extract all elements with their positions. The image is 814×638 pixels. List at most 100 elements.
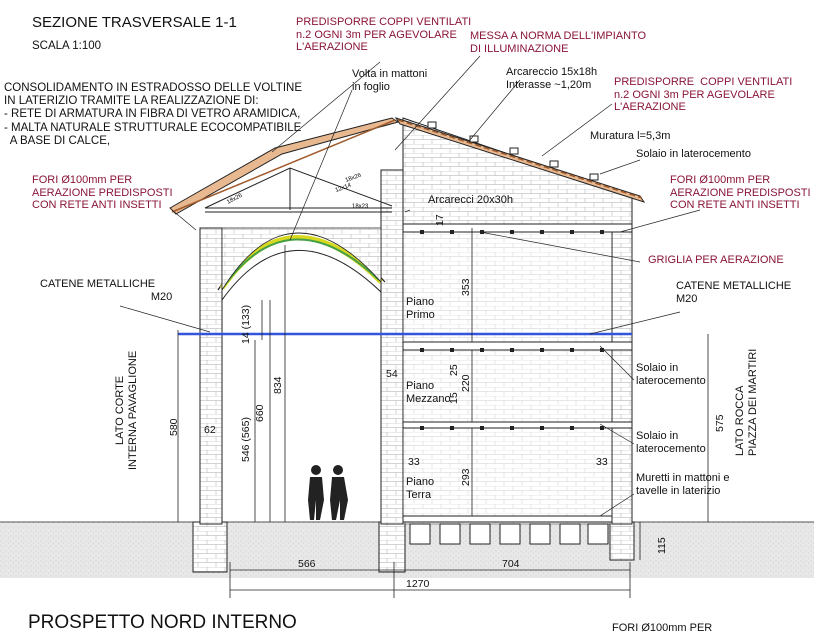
note-line: Primo bbox=[406, 308, 435, 321]
note-line: IN LATERIZIO TRAMITE LA REALIZZAZIONE DI… bbox=[4, 95, 259, 108]
note-line: - MALTA NATURALE STRUTTURALE ECOCOMPATIB… bbox=[4, 121, 302, 134]
label-piano-primo: Piano Primo bbox=[406, 296, 435, 321]
dim-293: 293 bbox=[460, 468, 472, 486]
note-line: L'AERAZIONE bbox=[296, 41, 368, 54]
dim-353: 353 bbox=[460, 278, 472, 296]
note-line: LATO CORTE bbox=[114, 375, 126, 445]
note-line: PIAZZA DEI MARTIRI bbox=[746, 348, 759, 456]
dimension-lines bbox=[177, 228, 709, 598]
note-volta: Volta in mattoni in foglio bbox=[352, 68, 427, 93]
ground-fill bbox=[0, 522, 814, 578]
foundation-right bbox=[609, 521, 635, 561]
note-coppi-left: PREDISPORRE COPPI VENTILATI n.2 OGNI 3m … bbox=[296, 16, 471, 54]
note-line: Arcareccio 15x18h bbox=[506, 66, 598, 78]
bottom-title: PROSPETTO NORD INTERNO bbox=[28, 612, 297, 633]
vault-green bbox=[223, 238, 380, 287]
dim-115: 115 bbox=[656, 537, 668, 554]
dim-220: 220 bbox=[460, 374, 472, 392]
note-line: DI ILLUMINAZIONE bbox=[470, 42, 569, 55]
note-line: Piano bbox=[406, 476, 435, 488]
leader-lines bbox=[119, 55, 701, 517]
note-line: Terra bbox=[406, 488, 432, 501]
vault-inner bbox=[221, 249, 382, 301]
note-line: INTERNA PAVAGLIONE bbox=[126, 350, 139, 470]
note-line: laterocemento bbox=[636, 374, 706, 387]
note-line: tavelle in laterizio bbox=[636, 484, 721, 497]
vault-spandrel bbox=[221, 227, 382, 292]
note-griglia: GRIGLIA PER AERAZIONE bbox=[648, 254, 784, 266]
dim-14: 14 (133) bbox=[240, 304, 252, 344]
note-line: MESSA A NORMA DELL'IMPIANTO bbox=[470, 30, 647, 42]
drawing-scale: SCALA 1:100 bbox=[32, 40, 102, 52]
note-line: CON RETE ANTI INSETTI bbox=[670, 199, 800, 212]
note-line: AERAZIONE PREDISPOSTI bbox=[670, 186, 811, 199]
dim-17: 17 bbox=[434, 214, 446, 226]
note-line: n.2 OGNI 3m PER AGEVOLARE bbox=[296, 28, 457, 41]
right-wall bbox=[611, 227, 633, 525]
joist-marks bbox=[420, 230, 604, 430]
note-fori-bottom: FORI Ø100mm PER bbox=[612, 622, 713, 634]
slab-first bbox=[402, 223, 633, 233]
foundation-center bbox=[378, 521, 406, 573]
center-wall bbox=[380, 169, 404, 525]
note-line: L'AERAZIONE bbox=[614, 101, 686, 114]
note-line: Mezzano bbox=[406, 392, 451, 405]
dim-704: 704 bbox=[502, 558, 520, 570]
note-line: LATO ROCCA bbox=[734, 385, 746, 457]
left-truss bbox=[204, 167, 393, 213]
human-figures bbox=[308, 465, 348, 520]
dim-580: 580 bbox=[168, 418, 180, 436]
slab-mezzano bbox=[402, 341, 633, 351]
note-line: CON RETE ANTI INSETTI bbox=[32, 199, 162, 212]
note-line: laterocemento bbox=[636, 442, 706, 455]
dim-54: 54 bbox=[386, 368, 398, 380]
slab-mid bbox=[402, 421, 633, 429]
note-arcareccio: Arcareccio 15x18h Interasse ~1,20m bbox=[506, 66, 597, 91]
note-line: FORI Ø100mm PER bbox=[670, 174, 771, 186]
note-line: PREDISPORRE COPPI VENTILATI bbox=[296, 16, 472, 28]
note-catene-right: CATENE METALLICHE M20 bbox=[676, 280, 791, 305]
label-piano-mezzano: Piano Mezzano bbox=[406, 380, 451, 405]
note-coppi-right: PREDISPORRE COPPI VENTILATI n.2 OGNI 3m … bbox=[614, 76, 792, 114]
note-line: CATENE METALLICHE bbox=[40, 278, 156, 290]
right-wall-fill bbox=[402, 227, 613, 525]
note-line: PREDISPORRE COPPI VENTILATI bbox=[614, 76, 793, 88]
note-solaio-mid: Solaio in laterocemento bbox=[636, 362, 706, 387]
label-piano-terra: Piano Terra bbox=[406, 476, 434, 501]
note-line: Piano bbox=[406, 380, 435, 392]
slab-ground bbox=[402, 515, 613, 523]
dim-33-b: 33 bbox=[596, 456, 608, 468]
note-fori-left: FORI Ø100mm PER AERAZIONE PREDISPOSTI CO… bbox=[32, 174, 173, 212]
timber-label-3: 18x26 bbox=[345, 172, 363, 183]
note-line: Piano bbox=[406, 296, 435, 308]
label-lato-corte: LATO CORTE INTERNA PAVAGLIONE bbox=[114, 351, 139, 470]
dim-546: 546 (565) bbox=[240, 417, 252, 462]
dim-25: 25 bbox=[448, 364, 460, 376]
note-line: M20 bbox=[150, 290, 173, 303]
note-line: - RETE DI ARMATURA IN FIBRA DI VETRO ARA… bbox=[4, 108, 301, 121]
note-muretti: Muretti in mattoni e tavelle in laterizi… bbox=[636, 472, 730, 497]
note-solaio-top: Solaio in laterocemento bbox=[636, 148, 751, 160]
right-roof-tiles bbox=[397, 119, 643, 199]
foundation-left bbox=[192, 521, 228, 573]
timber-label-2: 12x14 bbox=[335, 182, 353, 193]
note-line: M20 bbox=[676, 292, 698, 305]
right-roof bbox=[394, 117, 646, 203]
crawl-space-blocks bbox=[409, 523, 609, 545]
note-line: CATENE METALLICHE bbox=[676, 280, 792, 292]
note-consolidamento: CONSOLIDAMENTO IN ESTRADOSSO DELLE VOLTI… bbox=[4, 82, 302, 148]
note-line: A BASE DI CALCE, bbox=[4, 134, 111, 147]
note-solaio-low: Solaio in laterocemento bbox=[636, 430, 706, 455]
note-catene-left: CATENE METALLICHE M20 bbox=[40, 278, 172, 303]
note-fori-right: FORI Ø100mm PER AERAZIONE PREDISPOSTI CO… bbox=[670, 174, 811, 212]
timber-label-4: 18x23 bbox=[352, 204, 369, 210]
purlins bbox=[427, 121, 599, 181]
drawing-title: SEZIONE TRASVERSALE 1-1 bbox=[32, 14, 237, 31]
dim-62: 62 bbox=[204, 424, 216, 436]
left-roof-line bbox=[171, 119, 396, 213]
note-muratura: Muratura l=5,3m bbox=[590, 130, 671, 142]
dim-575: 575 bbox=[714, 414, 726, 432]
note-line: n.2 OGNI 3m PER AGEVOLARE bbox=[614, 88, 775, 101]
